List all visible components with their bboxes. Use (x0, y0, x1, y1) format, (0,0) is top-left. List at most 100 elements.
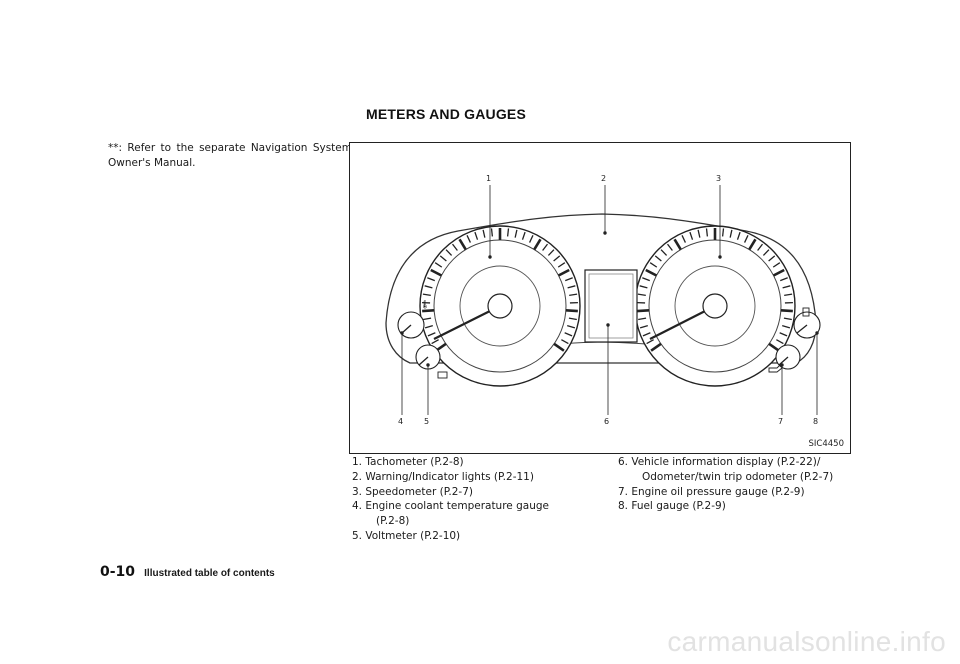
page-number: 0-10 (100, 564, 136, 580)
dial-tick (427, 277, 435, 282)
dial-tick (772, 262, 781, 268)
dial-tick (561, 339, 569, 345)
dial-tick (466, 235, 472, 243)
dial-tick (697, 229, 701, 238)
legend-item-continuation: Odometer/twin trip odometer (P.2-7) (642, 470, 834, 483)
dial-tick (650, 342, 662, 352)
dial-tick (780, 277, 788, 282)
dial-tick (772, 268, 785, 277)
dial-tick (452, 243, 458, 251)
dial-tick (565, 277, 573, 282)
dial-tick (553, 255, 561, 262)
dial-tick (782, 285, 791, 289)
dial-tick (638, 317, 647, 321)
tachometer-hub (487, 293, 513, 319)
tachometer-ticks (422, 228, 578, 352)
dial-tick (564, 332, 573, 337)
dial-tick (776, 339, 784, 345)
dial-tick (430, 268, 443, 277)
dial-tick (649, 262, 658, 268)
speedometer-hub (702, 293, 728, 319)
cluster-housing (385, 213, 817, 364)
dial-tick (729, 229, 733, 238)
legend-right-column: 6. Vehicle information display (P.2-22)/… (618, 455, 833, 514)
legend-item: 2. Warning/Indicator lights (P.2-11) (352, 470, 534, 483)
dial-tick (780, 309, 793, 313)
page-footer: 0-10 Illustrated table of contents (100, 561, 275, 580)
callout-2: 2 (601, 174, 607, 183)
dial-tick (645, 268, 658, 277)
dial-tick (784, 293, 793, 296)
legend-item: 4. Engine coolant temperature gauge (352, 500, 549, 513)
dial-tick (748, 238, 757, 251)
speedometer-ticks (637, 228, 793, 352)
dial-tick (542, 243, 548, 251)
legend-item: 8. Fuel gauge (P.2-9) (618, 500, 726, 513)
dial-tick (514, 229, 518, 238)
dial-tick (654, 255, 662, 262)
dial-tick (424, 324, 433, 329)
dial-tick (490, 228, 494, 237)
callout-1: 1 (486, 174, 492, 183)
legend-item: 6. Vehicle information display (P.2-22)/ (618, 456, 821, 468)
dial-tick (637, 293, 646, 296)
dial-tick (736, 231, 741, 240)
dial-tick (681, 235, 687, 243)
dial-tick (521, 231, 526, 240)
figure-code: SIC4450 (808, 439, 844, 449)
dial-tick (434, 262, 443, 268)
navigation-footnote: **: Refer to the separate Navigation Sys… (108, 142, 352, 169)
dial-tick (667, 243, 673, 251)
dial-tick (642, 277, 650, 282)
dial-tick (424, 285, 433, 289)
callout-leaders (401, 185, 818, 415)
dial-tick (439, 255, 447, 262)
callout-6: 6 (604, 417, 610, 426)
legend-item: 1. Tachometer (P.2-8) (352, 456, 464, 468)
dial-tick (482, 229, 486, 238)
callout-3: 3 (716, 174, 722, 183)
dial-tick (639, 285, 648, 289)
battery-icon (437, 371, 448, 379)
dial-tick (642, 332, 651, 337)
oil-pressure-gauge (768, 344, 801, 373)
coolant-temperature-gauge: 🌡 (397, 300, 430, 339)
instrument-cluster-figure: 🌡 (349, 142, 851, 454)
speedometer-dial (634, 225, 796, 387)
dial-tick (557, 268, 570, 277)
dial-tick (705, 228, 709, 237)
section-title: METERS AND GAUGES (366, 106, 527, 122)
legend-item: 7. Engine oil pressure gauge (P.2-9) (618, 485, 805, 498)
dial-tick (431, 339, 439, 345)
dial-tick (567, 324, 576, 329)
dial-tick (565, 309, 578, 313)
callout-7: 7 (778, 417, 784, 426)
dial-tick (423, 317, 432, 321)
dial-tick (743, 235, 749, 243)
dial-tick (762, 249, 770, 256)
dial-tick (568, 317, 577, 321)
legend-left-column: 1. Tachometer (P.2-8) 2. Warning/Indicat… (352, 455, 549, 544)
dial-tick (553, 342, 565, 352)
dial-tick (528, 235, 534, 243)
dial-tick (422, 293, 431, 296)
legend-item: 5. Voltmeter (P.2-10) (352, 529, 461, 542)
dial-tick (427, 332, 436, 337)
dial-tick (721, 228, 725, 237)
instrument-cluster-illustration: 🌡 (385, 185, 821, 415)
dial-tick (458, 238, 467, 251)
dial-tick (646, 339, 654, 345)
dial-tick (569, 293, 578, 296)
dial-tick (757, 243, 763, 251)
chapter-title: Illustrated table of contents (144, 568, 275, 579)
legend-item: 3. Speedometer (P.2-7) (352, 485, 473, 498)
svg-text:🌡: 🌡 (420, 300, 430, 309)
dial-tick (639, 324, 648, 329)
dial-tick (689, 231, 694, 240)
dial-tick (567, 285, 576, 289)
dial-tick (673, 238, 682, 251)
callout-4: 4 (398, 417, 404, 426)
callout-dots (400, 231, 819, 367)
dial-tick (547, 249, 555, 256)
callout-5: 5 (424, 417, 430, 426)
